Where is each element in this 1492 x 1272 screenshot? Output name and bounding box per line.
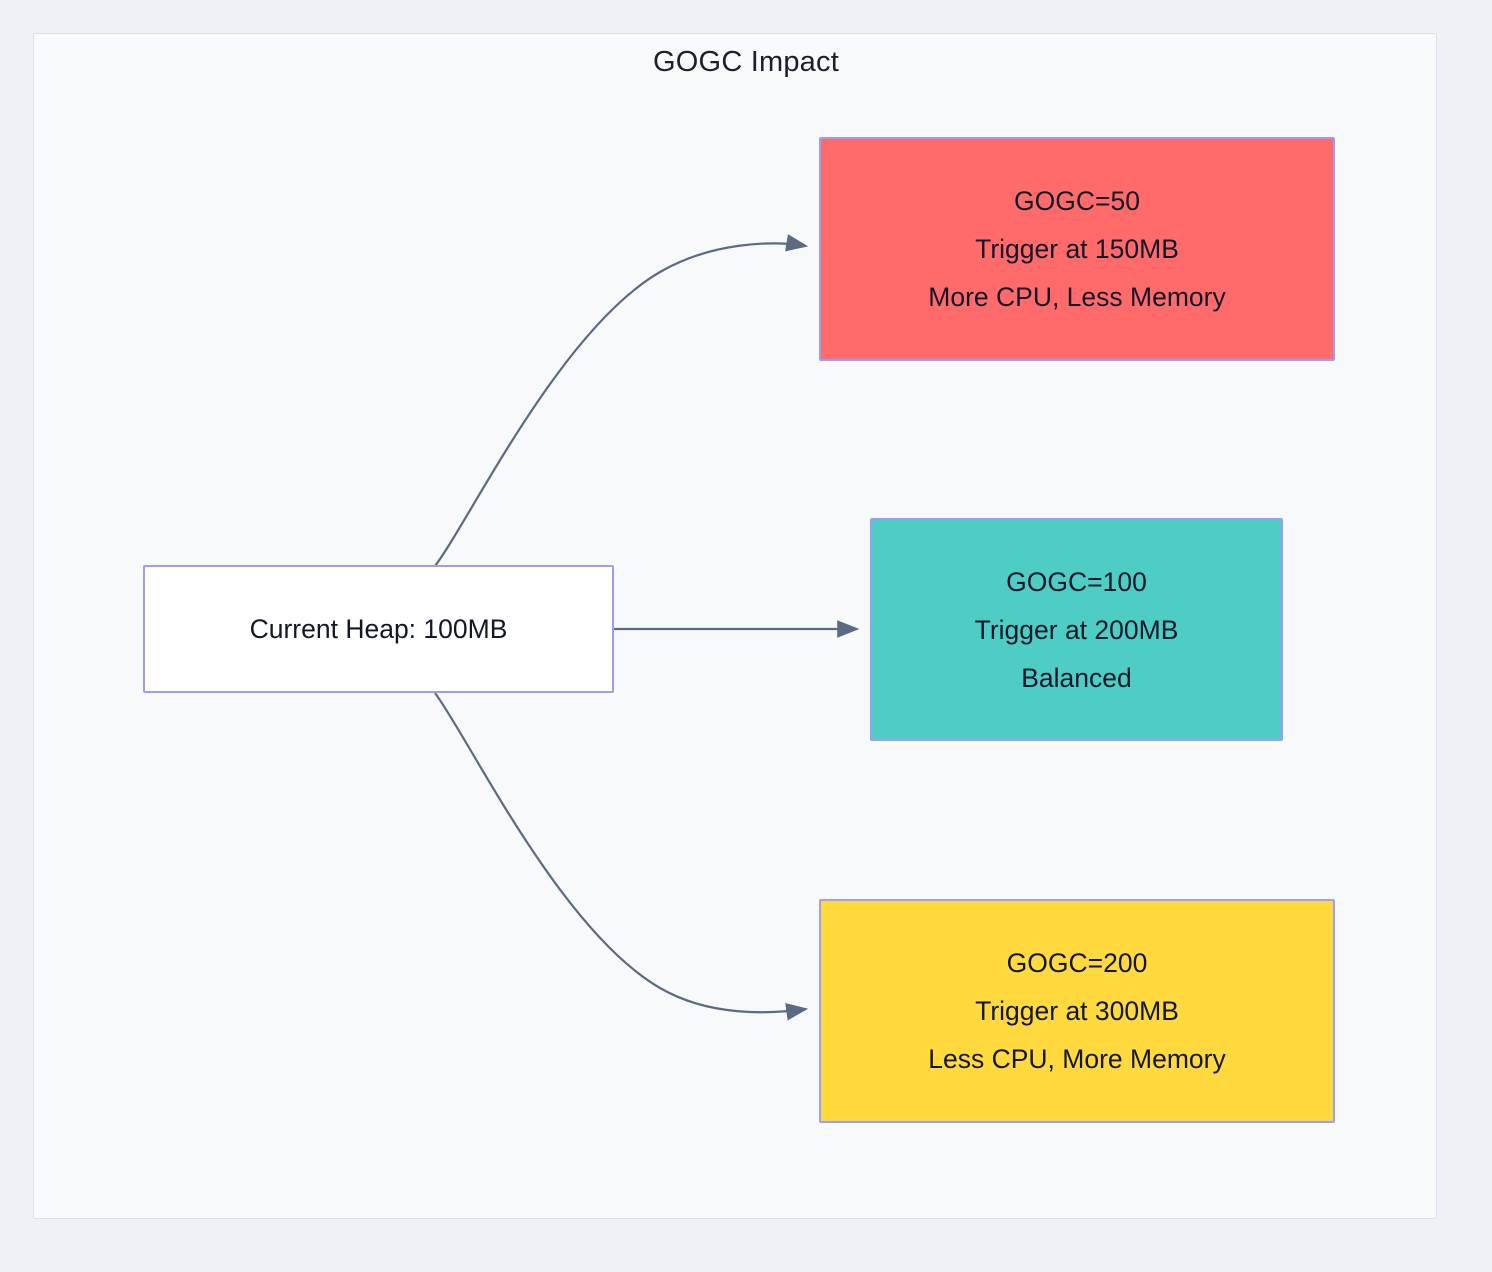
node-gogc-200-line-1: GOGC=200	[1006, 948, 1148, 978]
node-gogc-200-line-2: Trigger at 300MB	[975, 996, 1179, 1026]
node-gogc-200[interactable]: GOGC=200 Trigger at 300MB Less CPU, More…	[819, 899, 1335, 1123]
node-gogc-100-line-2: Trigger at 200MB	[974, 614, 1179, 645]
node-gogc-100[interactable]: GOGC=100 Trigger at 200MB Balanced	[870, 518, 1283, 741]
node-current-heap[interactable]: Current Heap: 100MB	[143, 565, 614, 693]
node-gogc-50[interactable]: GOGC=50 Trigger at 150MB More CPU, Less …	[819, 137, 1335, 361]
node-gogc-100-line-1: GOGC=100	[1006, 566, 1147, 597]
node-current-heap-line-1: Current Heap: 100MB	[249, 614, 508, 644]
node-gogc-50-line-2: Trigger at 150MB	[975, 234, 1179, 264]
node-gogc-200-line-3: Less CPU, More Memory	[928, 1044, 1226, 1074]
diagram-title: GOGC Impact	[653, 46, 839, 78]
node-gogc-50-line-1: GOGC=50	[1014, 186, 1140, 216]
node-gogc-100-line-3: Balanced	[1021, 662, 1132, 693]
node-gogc-50-line-3: More CPU, Less Memory	[928, 282, 1226, 312]
